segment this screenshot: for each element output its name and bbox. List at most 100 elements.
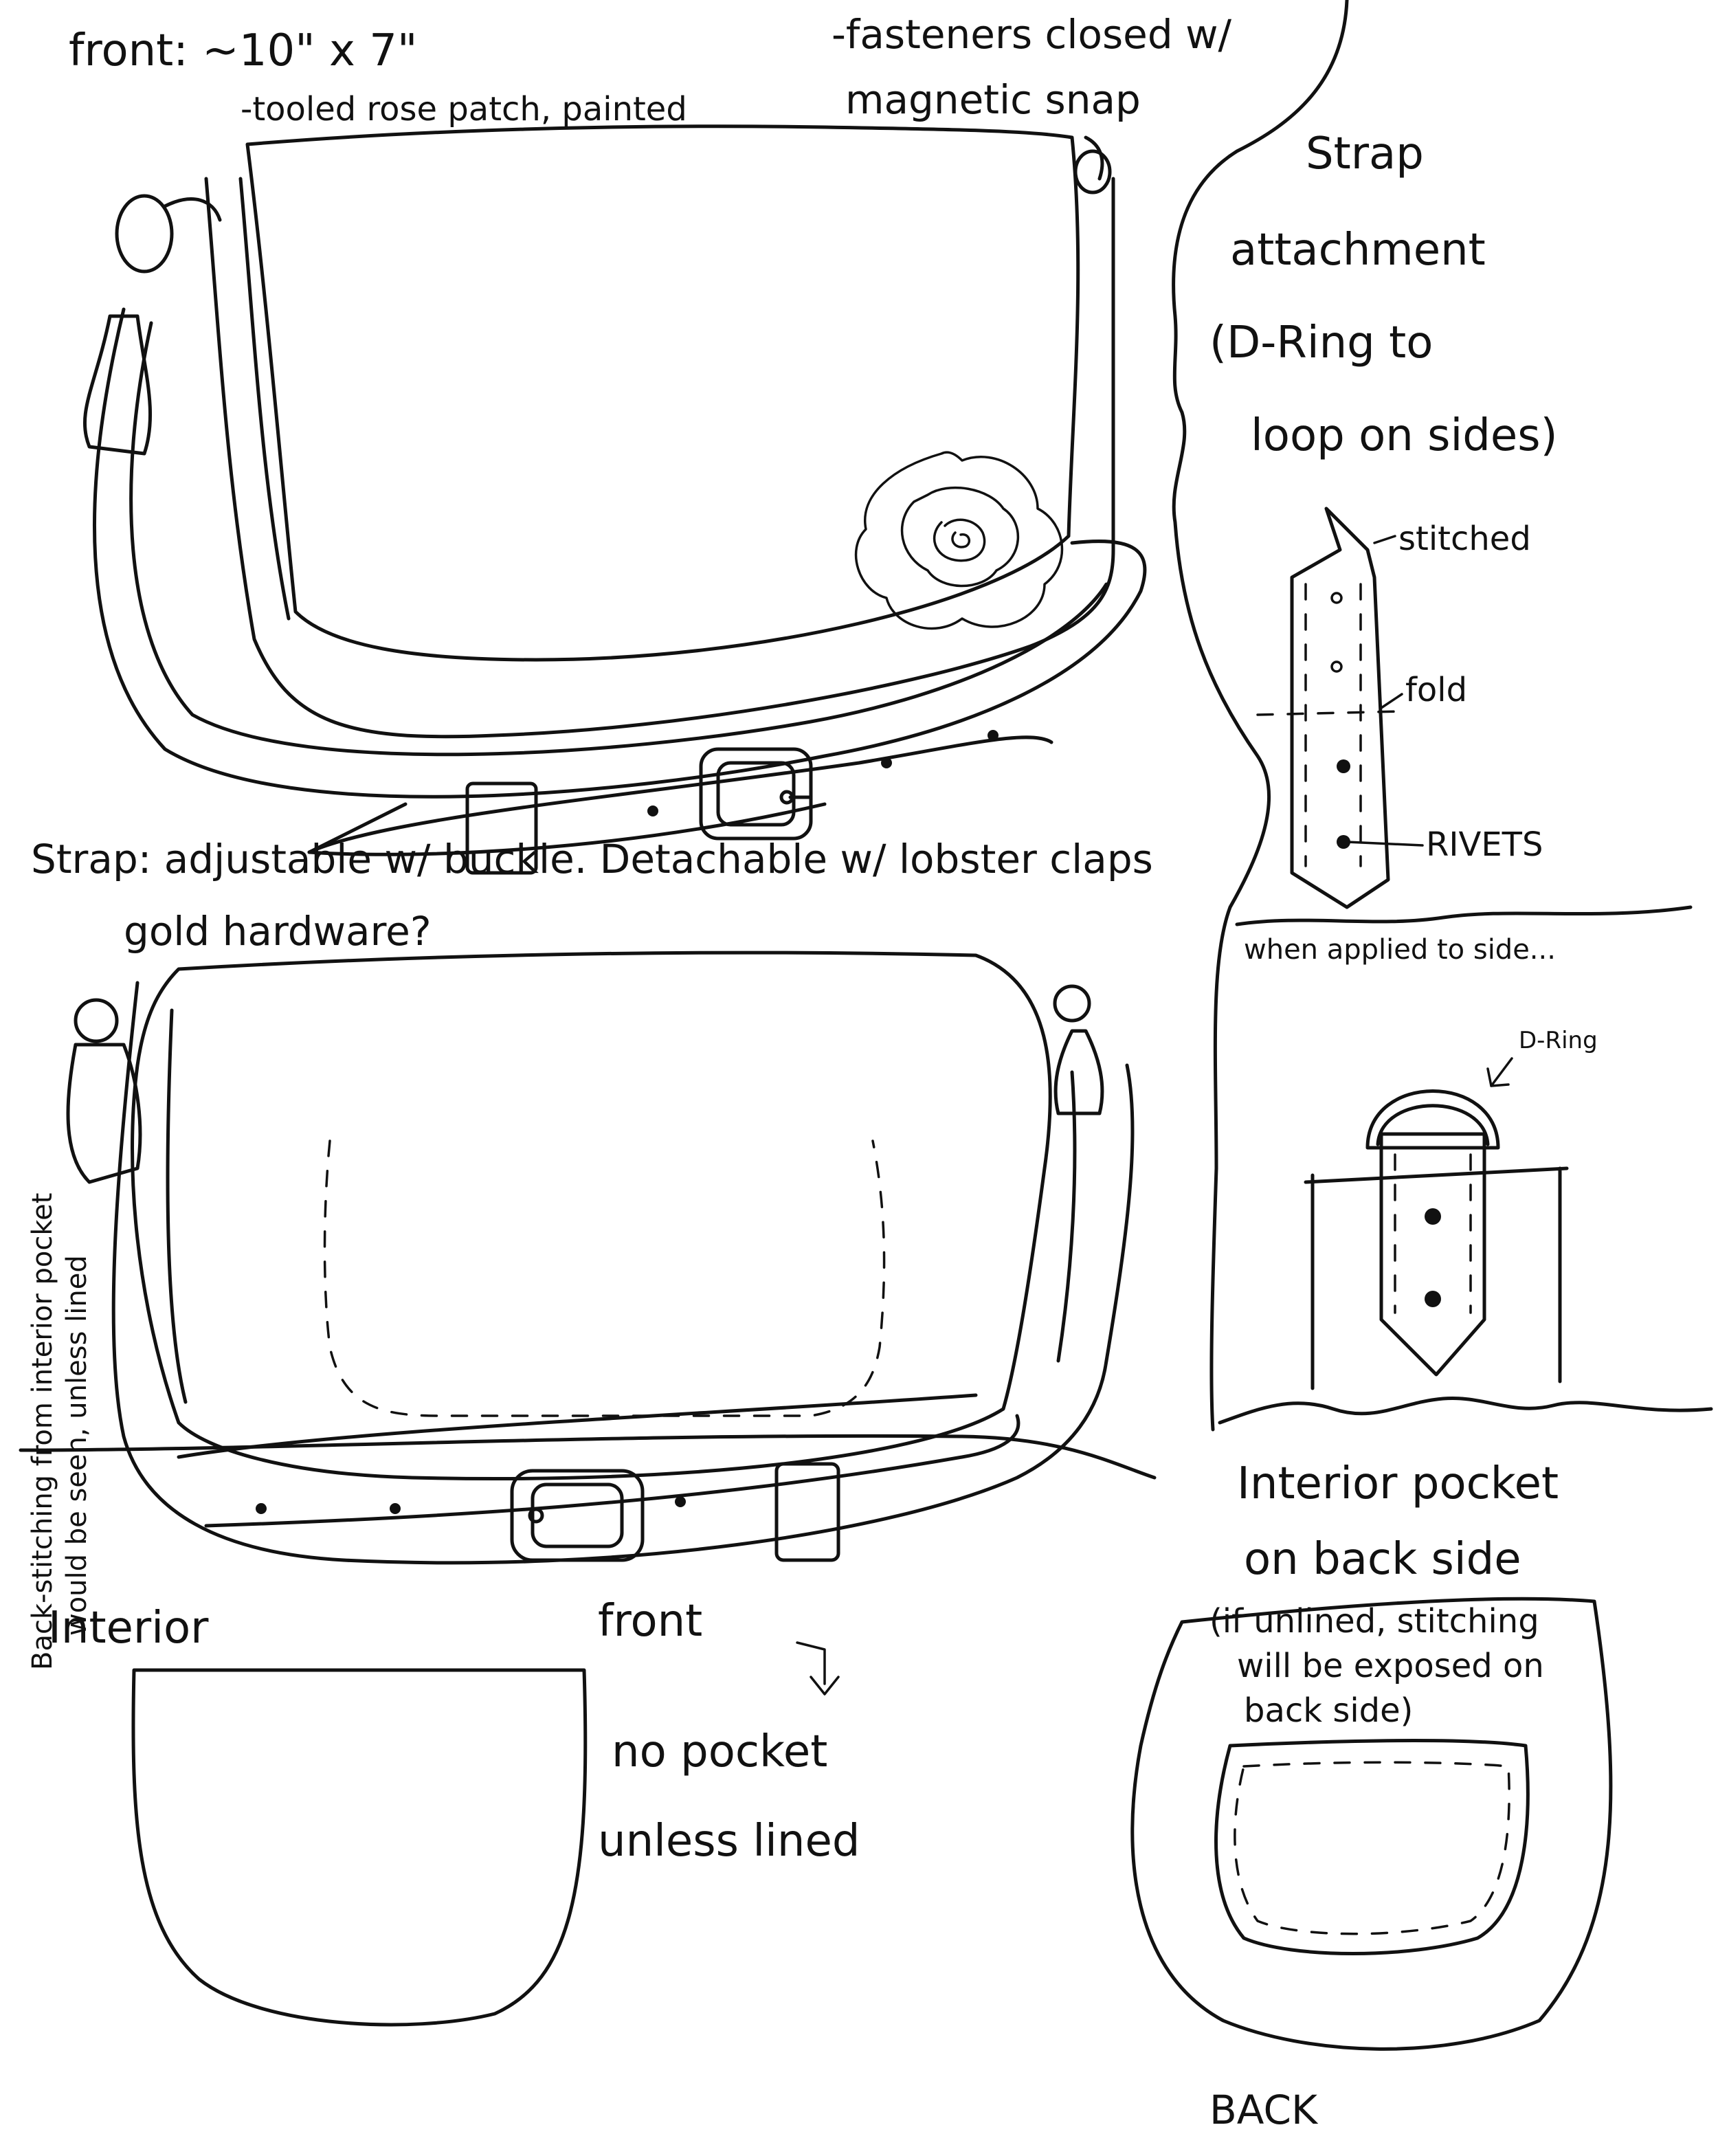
- d-ring-icon: [1365, 1089, 1500, 1150]
- back-pocket-outline: [1214, 1739, 1530, 1955]
- strap-attach-note-4: loop on sides): [1251, 410, 1558, 461]
- interior-pocket-note-2: on back side: [1244, 1534, 1521, 1585]
- strap-tab-rivet: [1337, 835, 1350, 849]
- front-strap-tail-top: [307, 735, 1053, 854]
- front-strap-inner: [129, 321, 1108, 757]
- applied-tab-stitching: [1394, 1153, 1472, 1314]
- back-strap-right: [1056, 1070, 1077, 1363]
- divider-bottom: [19, 1434, 1157, 1480]
- front-bag-gusset: [238, 177, 291, 621]
- front-left-clasp: [83, 314, 153, 456]
- strap-tab-rivet: [1337, 759, 1350, 773]
- no-pocket-note-2: unless lined: [598, 1816, 860, 1867]
- back-buckle-outer: [510, 1469, 645, 1562]
- front-strap-tip: [307, 802, 408, 854]
- back-label: BACK: [1209, 2087, 1319, 2133]
- front-buckle-outer: [699, 747, 813, 841]
- front-size-note: front: ~10" x 7": [69, 25, 417, 76]
- back-strap-keeper: [774, 1462, 840, 1562]
- interior-pocket-note-5: back side): [1244, 1691, 1413, 1730]
- back-strap-band-top: [177, 1393, 978, 1459]
- rivets-label: RIVETS: [1426, 825, 1543, 864]
- interior-label: Interior: [48, 1603, 209, 1654]
- front-strap-tail-bottom: [307, 802, 827, 856]
- applied-strap-tab: [1379, 1132, 1486, 1377]
- back-strap-outer: [111, 981, 1135, 1565]
- applied-tab-rivet: [1425, 1208, 1441, 1225]
- rivets-pointer: [1346, 841, 1424, 847]
- annotations: front: ~10" x 7" -tooled rose patch, pai…: [27, 11, 1598, 2133]
- strap-attach-note-2: attachment: [1230, 225, 1486, 276]
- interior-pocket-note-1: Interior pocket: [1237, 1458, 1559, 1509]
- interior-pocket-note-4: will be exposed on: [1237, 1647, 1544, 1685]
- strap-tab-sketch: [1256, 507, 1424, 909]
- strap-tab-flat: [1290, 507, 1390, 909]
- back-strap-hole: [390, 1503, 401, 1514]
- bag-side-panel: [1304, 1166, 1569, 1390]
- front-bag-flap: [245, 124, 1080, 662]
- divider-wavy: [1218, 1396, 1713, 1425]
- front-strap-hole: [881, 757, 892, 768]
- front-arrow: [796, 1641, 840, 1696]
- back-strap-hole: [256, 1503, 267, 1514]
- fold-pointer: [1380, 693, 1403, 709]
- pocket-side-note-2: would be seen, unless lined: [61, 1255, 93, 1636]
- front-bag-sketch: [83, 124, 1147, 875]
- strap-tab-hole: [1330, 660, 1343, 673]
- back-strap-hole: [675, 1496, 686, 1507]
- front-bag-body: [204, 177, 1115, 739]
- back-right-clasp: [1053, 1029, 1104, 1115]
- front-label: front: [598, 1596, 702, 1647]
- pocket-side-note-1: Back-stitching from interior pocket: [27, 1193, 58, 1670]
- d-ring-inner: [1376, 1104, 1490, 1146]
- front-left-d-ring: [115, 194, 174, 274]
- front-strap-outer: [93, 307, 1147, 799]
- back-bag-sketch: [66, 951, 1135, 1565]
- strap-tab-fold-line: [1256, 710, 1403, 716]
- front-strap-keeper: [465, 781, 538, 875]
- back-left-d-ring: [74, 998, 119, 1043]
- strap-tab-hole: [1330, 592, 1343, 604]
- back-strap-band-bottom: [204, 1414, 1020, 1528]
- back-right-d-ring: [1053, 984, 1091, 1023]
- vertical-divider: [1172, 0, 1349, 1432]
- interior-front-sketch: [131, 1641, 840, 2027]
- strap-tab-stitching: [1304, 583, 1362, 867]
- applied-note: when applied to side...: [1244, 934, 1556, 966]
- back-buckle-inner: [531, 1482, 624, 1548]
- interior-front-panel: [131, 1668, 588, 2027]
- back-buckle-pin: [528, 1507, 544, 1524]
- rose-patch-note: -tooled rose patch, painted: [241, 90, 687, 129]
- fold-label: fold: [1405, 671, 1467, 709]
- divider-strap-detail: [1235, 905, 1693, 926]
- applied-tab-rivet: [1425, 1291, 1441, 1307]
- interior-back-sketch: [1130, 1597, 1613, 2051]
- stitched-label: stitched: [1398, 520, 1531, 558]
- interior-pocket-note-3: (if unlined, stitching: [1209, 1602, 1539, 1641]
- rose-icon: [854, 451, 1064, 630]
- front-strap-hole: [988, 730, 999, 741]
- d-ring-label: D-Ring: [1519, 1027, 1598, 1054]
- front-right-loop: [1084, 135, 1104, 181]
- front-right-d-ring: [1073, 149, 1112, 195]
- back-pocket-stitching-detail: [1234, 1761, 1510, 1935]
- fasteners-note-2: magnetic snap: [845, 76, 1141, 123]
- applied-d-ring-sketch: [1304, 1057, 1569, 1390]
- stitched-pointer: [1373, 535, 1396, 544]
- strap-attach-note-1: Strap: [1306, 129, 1424, 179]
- back-bag-body: [131, 951, 1052, 1481]
- front-buckle-inner: [716, 761, 796, 827]
- strap-note-1: Strap: adjustable w/ buckle. Detachable …: [31, 836, 1153, 882]
- front-left-loop: [163, 197, 222, 222]
- strap-note-2: gold hardware?: [124, 908, 432, 955]
- back-left-clasp: [66, 1043, 142, 1184]
- no-pocket-note-1: no pocket: [612, 1726, 827, 1777]
- front-buckle-pin: [779, 790, 794, 805]
- strap-attach-note-3: (D-Ring to: [1209, 318, 1433, 368]
- back-pocket-stitching: [323, 1140, 886, 1417]
- panel-dividers: [19, 0, 1713, 1480]
- fasteners-note-1: -fasteners closed w/: [832, 11, 1232, 58]
- interior-back-panel: [1130, 1597, 1613, 2051]
- d-ring-arrow: [1486, 1057, 1513, 1087]
